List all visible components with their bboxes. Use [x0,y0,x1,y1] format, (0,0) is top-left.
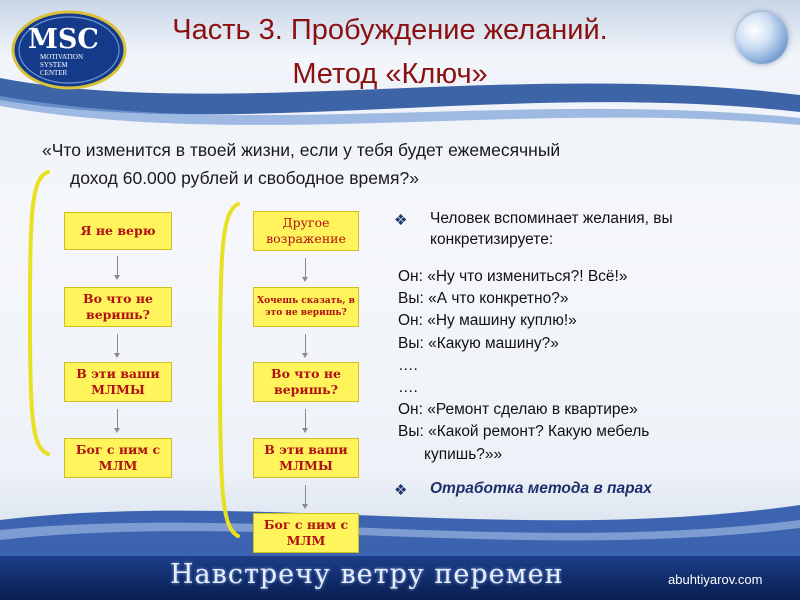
slide-title: Часть 3. Пробуждение желаний. Метод «Клю… [130,8,650,96]
bullet-text-2: Отработка метода в парах [430,479,652,497]
logo-sub-3: CENTER [40,69,68,77]
dialog-line: Вы: «Какой ремонт? Какую мебель [398,423,650,441]
globe-icon [736,12,788,64]
bullet-text-1: Человек вспоминает желания, вы конкретиз… [430,210,673,248]
header-band [0,0,800,100]
dialog-line: …. [398,379,418,397]
right-panel: ❖ Человек вспоминает желания, вы конкрет… [392,208,772,499]
dialog-line: купишь?»» [424,445,503,463]
middle-bracket [217,202,240,538]
mid-flow-step-3: Во что не веришь? [253,362,359,402]
dialog-line: Вы: «Какую машину?» [398,334,559,352]
logo-sub-2: SYSTEM [40,61,68,69]
question-line-2: доход 60.000 рублей и свободное время?» [70,168,419,188]
title-line-2: Метод «Ключ» [292,58,488,90]
msc-logo: MSC MOTIVATION SYSTEM CENTER [11,10,127,90]
left-flow-step-1: Я не верю [64,212,172,250]
diamond-bullet-icon: ❖ [394,212,408,229]
logo-sub-1: MOTIVATION [40,53,83,61]
left-arrow-3 [114,409,120,433]
dialog-line: Он: «Ремонт сделаю в квартире» [398,401,638,419]
mid-arrow-2 [302,334,308,358]
dialog-line: Вы: «А что конкретно?» [398,290,569,308]
logo-main: MSC [28,24,99,55]
left-arrow-1 [114,256,120,280]
question-line-1: «Что изменится в твоей жизни, если у теб… [42,140,561,160]
bullet-item-1: ❖ Человек вспоминает желания, вы конкрет… [392,208,772,250]
dialog-line: …. [398,356,418,374]
dialog-line: Он: «Ну что измениться?! Всё!» [398,268,628,285]
dialog-line: Он: «Ну машину куплю!» [398,312,577,330]
mid-flow-step-4: В эти ваши МЛМЫ [253,438,359,478]
mid-arrow-1 [302,258,308,282]
left-flow-step-3: В эти ваши МЛМЫ [64,362,172,402]
mid-flow-step-5: Бог с ним с МЛМ [253,513,359,553]
left-flow-step-2: Во что не веришь? [64,287,172,327]
diamond-bullet-icon: ❖ [394,481,408,499]
left-flow-step-4: Бог с ним с МЛМ [64,438,172,478]
mid-arrow-3 [302,409,308,433]
mid-flow-step-1: Другое возражение [253,211,359,251]
bullet-item-2: ❖ Отработка метода в парах [392,478,772,499]
left-bracket [27,170,50,456]
title-line-1: Часть 3. Пробуждение желаний. [172,14,608,46]
mid-arrow-4 [302,485,308,509]
footer-band [0,556,800,600]
left-arrow-2 [114,334,120,358]
question-text: «Что изменится в твоей жизни, если у теб… [42,136,742,192]
dialog-block: Он: «Ну что измениться?! Всё!» Вы: «А чт… [392,266,772,466]
mid-flow-step-2: Хочешь сказать, в это не веришь? [253,287,359,327]
footer-slogan: Навстречу ветру перемен [170,559,564,590]
footer-site: abuhtiyarov.com [668,572,763,587]
